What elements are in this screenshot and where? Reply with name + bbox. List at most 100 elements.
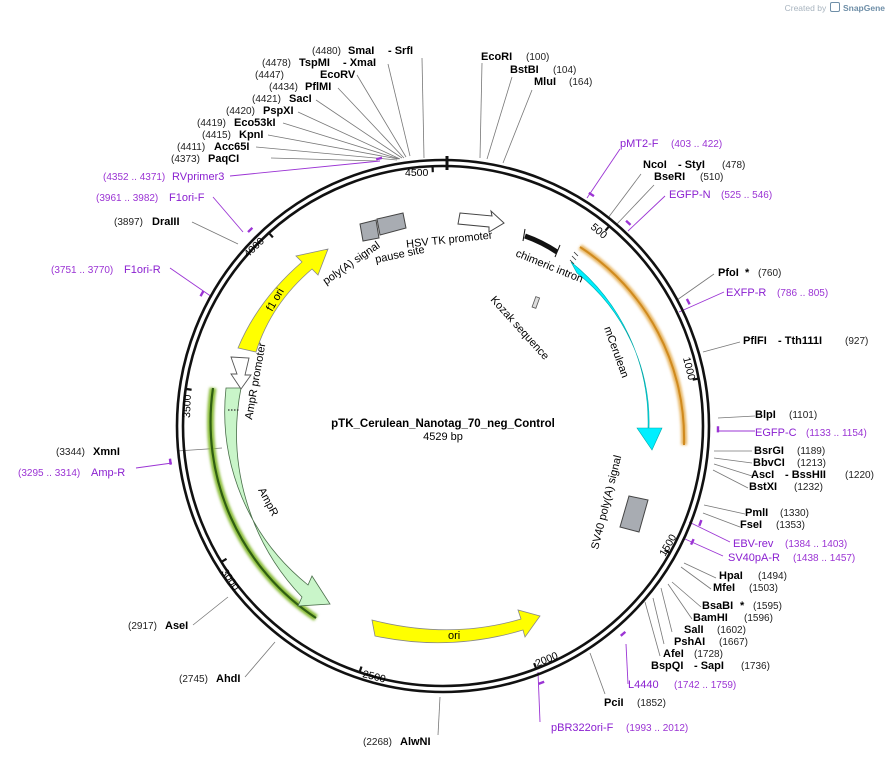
sv40-polya-box[interactable] — [619, 495, 649, 533]
smai-name[interactable]: SmaI — [348, 45, 374, 57]
egfp-n-name[interactable]: EGFP-N — [669, 189, 711, 201]
primer-leaders — [135, 148, 755, 723]
pspxi-name[interactable]: PspXI — [263, 105, 294, 117]
mcerulean-arrow[interactable] — [570, 261, 663, 451]
bbvci-pos: (1213) — [797, 458, 826, 469]
blpi-name[interactable]: BlpI — [755, 409, 776, 421]
kozak-sequence-mark[interactable] — [531, 296, 541, 309]
pfoi-name[interactable]: PfoI — [718, 267, 739, 279]
primer-mark-pbr322 — [538, 680, 545, 686]
pcii-name[interactable]: PciI — [604, 697, 624, 709]
pbr322ori-f-name[interactable]: pBR322ori-F — [551, 722, 614, 734]
tick-3000: 3000 — [219, 567, 242, 593]
pshai-name[interactable]: PshAI — [674, 636, 705, 648]
ecorv-pos: (4447) — [255, 70, 284, 81]
pmli-name[interactable]: PmlI — [745, 507, 768, 519]
ampr-arrow[interactable] — [224, 387, 331, 607]
primer-mark-ebv_rev — [698, 519, 703, 527]
sali-name[interactable]: SalI — [684, 624, 704, 636]
egfp-c-range: (1133 .. 1154) — [806, 428, 867, 439]
saci-name[interactable]: SacI — [289, 93, 312, 105]
draiii-name[interactable]: DraIII — [152, 216, 180, 228]
primer-mark-pmt2_f — [588, 191, 595, 198]
afei-name[interactable]: AfeI — [663, 648, 684, 660]
ecorv-name[interactable]: EcoRV — [320, 69, 356, 81]
bspqi-extra[interactable]: - SapI — [694, 660, 724, 672]
ahdi-name[interactable]: AhdI — [216, 673, 240, 685]
asei-name[interactable]: AseI — [165, 620, 188, 632]
hpai-name[interactable]: HpaI — [719, 570, 743, 582]
backbone-inner-ring — [181, 164, 705, 688]
egfp-c-name[interactable]: EGFP-C — [755, 427, 797, 439]
ncoi-name[interactable]: NcoI — [643, 159, 667, 171]
amp-r-name[interactable]: Amp-R — [91, 467, 125, 479]
mlui-name[interactable]: MluI — [534, 76, 556, 88]
pshai-pos: (1667) — [719, 637, 748, 648]
rvprimer3-name[interactable]: RVprimer3 — [172, 171, 224, 183]
bseri-name[interactable]: BseRI — [654, 171, 685, 183]
kpni-name[interactable]: KpnI — [239, 129, 263, 141]
bspqi-name[interactable]: BspQI — [651, 660, 683, 672]
pcii-pos: (1852) — [637, 698, 666, 709]
tick-3500: 3500 — [181, 394, 194, 418]
draiii-pos: (3897) — [114, 217, 143, 228]
plasmid-length: 4529 bp — [423, 431, 463, 443]
asci-name[interactable]: AscI — [751, 469, 774, 481]
ncoi-extra[interactable]: - StyI — [678, 159, 705, 171]
f1ori-r-name[interactable]: F1ori-R — [124, 264, 161, 276]
hpai-pos: (1494) — [758, 571, 787, 582]
l4440-name[interactable]: L4440 — [628, 679, 659, 691]
pause-site-box[interactable] — [376, 212, 407, 236]
hsv-tk-promoter-arrow[interactable] — [457, 209, 505, 233]
pflfi-name[interactable]: PflFI — [743, 335, 767, 347]
asci-pos: (1220) — [845, 470, 874, 481]
bsabi-name[interactable]: BsaBI — [702, 600, 733, 612]
pflmi-pos: (4434) — [269, 82, 298, 93]
smai-extra[interactable]: - SrfI — [388, 45, 413, 57]
bstxi-name[interactable]: BstXI — [749, 481, 777, 493]
l4440-range: (1742 .. 1759) — [674, 680, 736, 691]
ampr-primer-strand — [209, 387, 317, 619]
egfp-primer-glow — [578, 244, 688, 446]
asci-extra[interactable]: - BssHII — [785, 469, 826, 481]
ecori-name[interactable]: EcoRI — [481, 51, 512, 63]
ampr-promoter-arrow[interactable] — [230, 356, 252, 390]
pmt2-f-range: (403 .. 422) — [671, 139, 722, 150]
amp-r-range: (3295 .. 3314) — [18, 468, 80, 479]
polya-signal-box[interactable] — [359, 219, 380, 242]
xmni-name[interactable]: XmnI — [93, 446, 120, 458]
bbvci-name[interactable]: BbvCI — [753, 457, 785, 469]
ebv-rev-name[interactable]: EBV-rev — [733, 538, 774, 550]
bsrgi-name[interactable]: BsrGI — [754, 445, 784, 457]
backbone-outer-ring — [175, 158, 711, 694]
eco53ki-name[interactable]: Eco53kI — [234, 117, 276, 129]
primer-mark-amp_r — [168, 458, 172, 465]
primer-mark-exfp_r — [685, 298, 691, 305]
pmt2-f-name[interactable]: pMT2-F — [620, 138, 659, 150]
f1ori-f-name[interactable]: F1ori-F — [169, 192, 205, 204]
bamhi-name[interactable]: BamHI — [693, 612, 728, 624]
alwni-name[interactable]: AlwNI — [400, 736, 431, 748]
polya-signal-label: poly(A) signal — [321, 239, 382, 287]
pflfi-extra[interactable]: - Tth111I — [778, 335, 822, 347]
snapgene-logo-icon — [829, 2, 840, 12]
snapgene-credit: Created by SnapGene — [785, 2, 885, 13]
sv40pa-r-name[interactable]: SV40pA-R — [728, 552, 780, 564]
bstbi-name[interactable]: BstBI — [510, 64, 539, 76]
primer-mark-rvprimer3 — [375, 156, 383, 161]
exfp-r-name[interactable]: EXFP-R — [726, 287, 766, 299]
paqci-name[interactable]: PaqCI — [208, 153, 239, 165]
intron-right-cap — [554, 244, 561, 258]
f1ori-r-range: (3751 .. 3770) — [51, 265, 113, 276]
fsei-name[interactable]: FseI — [740, 519, 762, 531]
tspmi-name[interactable]: TspMI — [299, 57, 330, 69]
tspmi-extra[interactable]: - XmaI — [343, 57, 376, 69]
plasmid-name: pTK_Cerulean_Nanotag_70_neg_Control — [331, 418, 555, 430]
f1-ori-arrow[interactable] — [237, 248, 329, 353]
mfei-name[interactable]: MfeI — [713, 582, 735, 594]
ori-arrow[interactable] — [371, 609, 541, 644]
chimeric-intron-bar[interactable] — [524, 233, 559, 255]
acc65i-name[interactable]: Acc65I — [214, 141, 249, 153]
primer-mark-l4440 — [619, 630, 627, 637]
pflmi-name[interactable]: PflMI — [305, 81, 331, 93]
